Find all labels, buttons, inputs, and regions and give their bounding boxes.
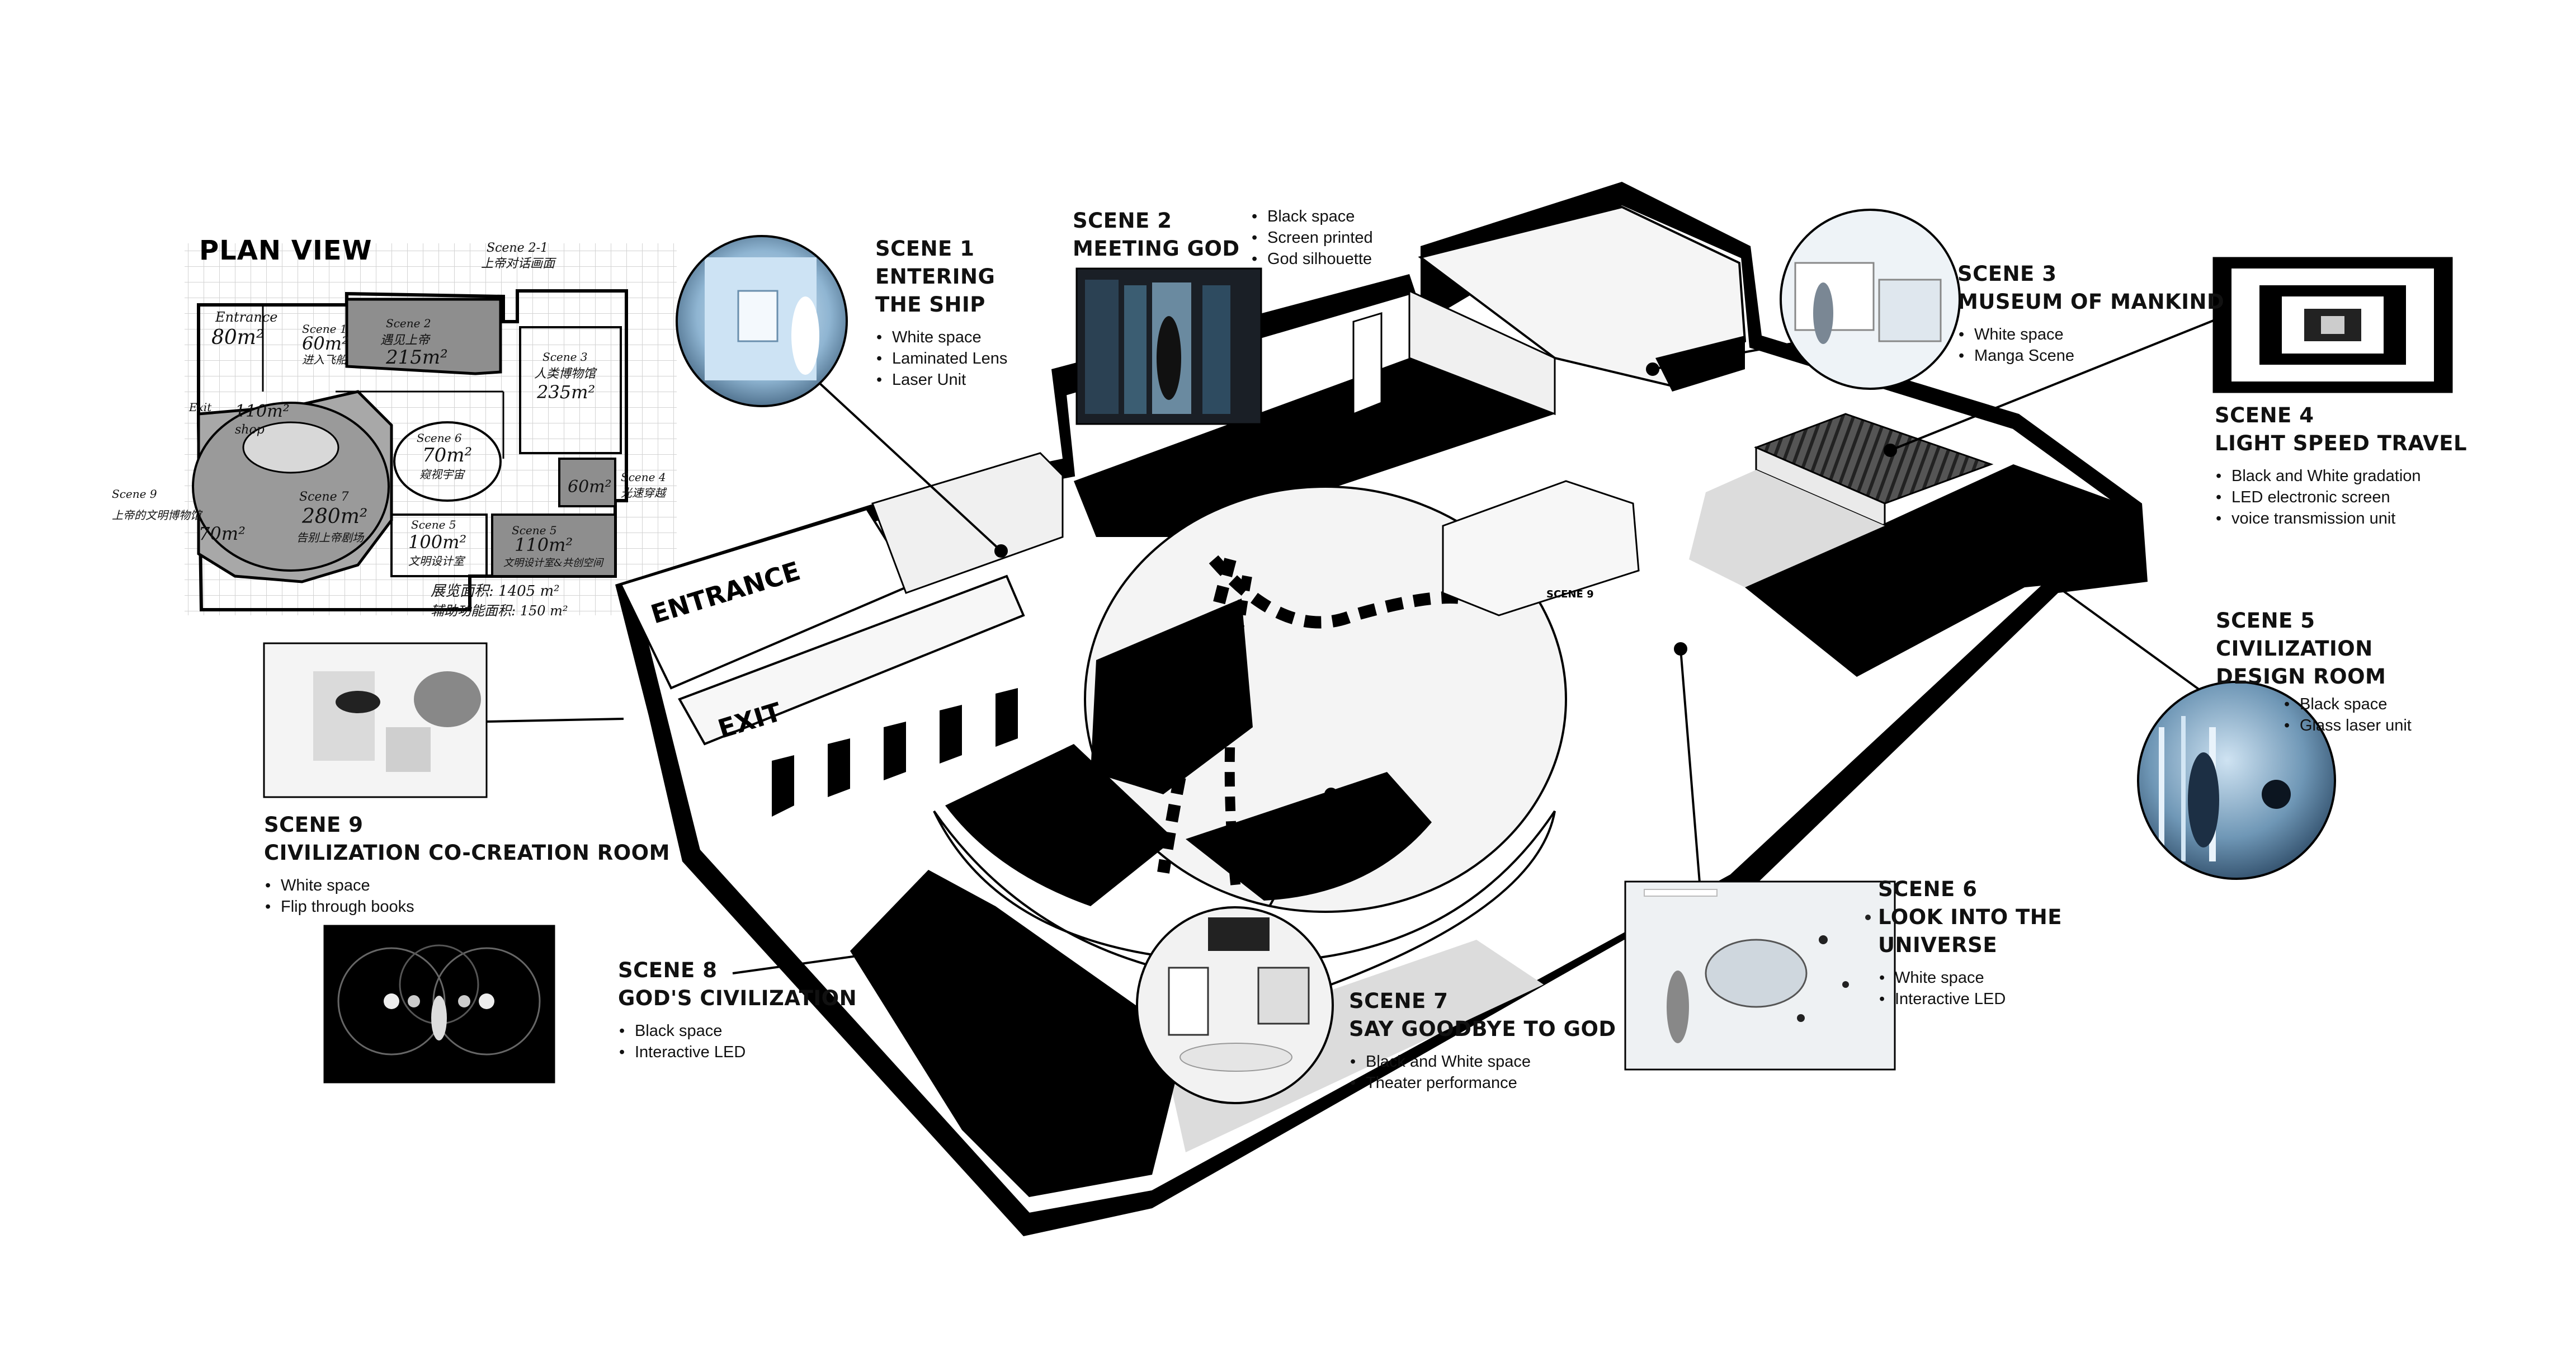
- scene2-photo: [1075, 267, 1262, 425]
- scene8-room: [850, 870, 1186, 1197]
- rope: [1209, 555, 1466, 629]
- scene2-room: [1074, 358, 1555, 537]
- scene3-photo: [1780, 209, 1961, 390]
- scene4-photo: [2212, 257, 2453, 393]
- scene4-bullets: Black and White gradation LED electronic…: [2215, 465, 2467, 529]
- scene9-photo: [263, 642, 488, 798]
- plan-note: 展览面积: 1405 m²: [431, 583, 560, 600]
- plan-note: 上帝对话画面: [481, 257, 557, 271]
- scene8-bullets: Black space Interactive LED: [618, 1020, 857, 1063]
- scene1-bullets: White space Laminated Lens Laser Unit: [875, 327, 1007, 390]
- plan-note: 文明设计室&共创空间: [503, 557, 604, 569]
- plan-note: 人类博物馆: [534, 367, 597, 381]
- scene7-bullets: Black and White space Theater performanc…: [1349, 1051, 1616, 1094]
- plan-note: 告别上帝剧场: [296, 531, 365, 544]
- plan-note: Scene 5: [411, 518, 456, 531]
- scene5-bullets: Black space Glass laser unit: [2283, 694, 2412, 736]
- scene6-bullets: White space Interactive LED: [1878, 967, 2062, 1010]
- scene7-photo: [1136, 906, 1334, 1104]
- plan-note: Scene 2-1: [487, 241, 548, 255]
- scene9-floor-label: SCENE 9: [1546, 588, 1594, 600]
- plan-note: 100m²: [408, 531, 466, 553]
- plan-note: 80m²: [211, 326, 264, 349]
- plan-note: Scene 6: [417, 431, 462, 445]
- plan-note: 70m²: [199, 523, 246, 544]
- plan-view-title: PLAN VIEW: [199, 235, 372, 266]
- plan-note: 60m²: [568, 477, 612, 497]
- plan-note: 70m²: [422, 444, 472, 467]
- scene8-photo: [323, 925, 555, 1084]
- plan-note: 上帝的文明博物馆: [112, 508, 203, 522]
- plan-note: Entrance: [215, 309, 278, 325]
- scene9-room: [1442, 480, 1640, 616]
- scene9-bullets: White space Flip through books: [264, 875, 670, 917]
- plan-note: 窥视宇宙: [419, 468, 465, 481]
- exit-corridor: [678, 574, 1025, 746]
- scene5-room: [1745, 464, 2142, 677]
- plan-note: Scene 1: [302, 322, 347, 336]
- plan-note: 光速穿越: [621, 486, 667, 500]
- plan-note: 215m²: [385, 346, 448, 369]
- plan-view-sketch: [185, 243, 677, 615]
- plan-note: 辅助功能面积: 150 m²: [431, 603, 568, 619]
- plan-note: shop: [235, 423, 265, 437]
- plan-note: Scene 4: [621, 470, 666, 484]
- plan-note: Scene 2: [386, 317, 431, 330]
- scene3-bullets: White space Manga Scene: [1957, 324, 2224, 366]
- plan-note: 235m²: [536, 381, 595, 403]
- isometric-floorplan: [615, 182, 2148, 1236]
- plan-note: Exit: [188, 401, 212, 414]
- plan-note: Scene 7: [299, 490, 349, 504]
- scene7-stage: [945, 744, 1174, 906]
- plan-note: Scene 5: [512, 524, 557, 537]
- plan-note: Scene 9: [112, 487, 157, 501]
- plan-note: 遇见上帝: [380, 333, 431, 347]
- plan-note: 进入飞船: [302, 353, 348, 366]
- scene2-bullets: Black space Screen printed God silhouett…: [1251, 206, 1373, 270]
- plan-view-annotations: Scene 2-1 上帝对话画面 Entrance 80m² Scene 1 6…: [112, 241, 667, 619]
- plan-note: 110m²: [515, 534, 573, 555]
- plan-note: Scene 3: [542, 350, 588, 364]
- plan-note: 60m²: [302, 333, 349, 354]
- scene6-photo: [1624, 880, 1896, 1071]
- plan-note: 110m²: [235, 402, 290, 421]
- scene1-photo: [676, 235, 848, 407]
- plan-note: 文明设计室: [408, 554, 466, 568]
- plan-note: 280m²: [301, 505, 367, 528]
